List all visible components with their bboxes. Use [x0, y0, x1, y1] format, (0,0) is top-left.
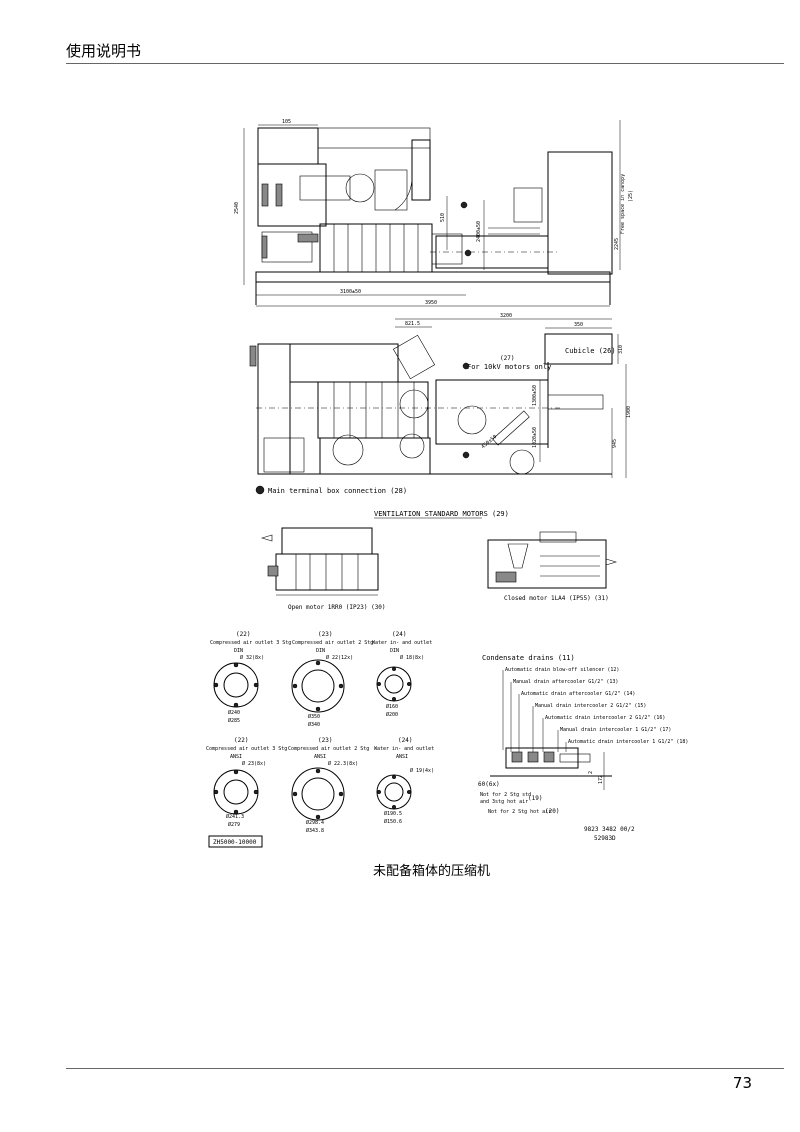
dim-945: 945: [612, 439, 618, 448]
cubicle-label: Cubicle (26): [565, 347, 616, 355]
plan-view: 3200 821.5 350 Cubicle (26) 310 (27) For…: [249, 313, 632, 495]
dim-510: 510: [440, 213, 446, 222]
flange-din-2-d1: Ø350: [308, 713, 320, 720]
dim-1020: 1020±50: [532, 427, 538, 448]
flange-ansi-3-d2: Ø150.6: [384, 818, 402, 825]
dim-3950: 3950: [425, 300, 437, 306]
motor-note-ref: (27): [500, 355, 514, 362]
flange-din-3-std: DIN: [390, 648, 399, 654]
drain-bolt-label: 60(6x): [478, 781, 500, 788]
dim-2245: 2245: [614, 238, 620, 250]
ventilation-title: VENTILATION STANDARD MOTORS (29): [374, 510, 509, 518]
flange-ansi-3-d1: Ø190.5: [384, 810, 402, 817]
flange-ansi-2-std: ANSI: [314, 754, 326, 760]
ventilation-motors: VENTILATION STANDARD MOTORS (29) Open mo…: [260, 510, 618, 611]
drain-item-4: Manual drain intercooler 2 G1/2" (15): [535, 703, 646, 709]
flange-din-3-ref: (24): [392, 631, 406, 638]
flange-ansi-2-d2: Ø343.8: [306, 827, 324, 834]
drain-item-7: Automatic drain intercooler 1 G1/2" (18): [568, 739, 688, 745]
free-space-ref: (25): [628, 190, 634, 202]
dim-3100: 3100±50: [340, 289, 361, 295]
dim-1900: 1900: [626, 406, 632, 418]
drain-item-1: Automatic drain blow-off silencer (12): [505, 667, 619, 673]
drains-title: Condensate drains (11): [482, 654, 575, 662]
flange-ansi-2-d1: Ø298.4: [306, 819, 324, 826]
flange-din-1-d1: Ø240: [228, 709, 240, 716]
flange-din-1-label: Compressed air outlet 3 Stg: [210, 640, 291, 646]
flange-ansi-3-label: Water in- and outlet: [374, 746, 434, 752]
doc-code: 52983D: [594, 835, 616, 842]
condensate-drains: Condensate drains (11) Automatic drain b…: [478, 654, 688, 842]
flange-din-1-std: DIN: [234, 648, 243, 654]
footer-rule: [66, 1068, 784, 1069]
flange-ansi-1-d1: Ø241.3: [226, 813, 244, 820]
drain-note-19b: and 3stg hot air: [480, 799, 528, 805]
flange-din-2-d2: Ø340: [308, 721, 320, 728]
dim-2540: 2540: [234, 202, 240, 214]
terminal-box-label: Main terminal box connection (28): [268, 487, 407, 495]
page-header-title: 使用说明书: [66, 42, 142, 60]
drain-item-6: Manual drain intercooler 1 G1/2" (17): [560, 727, 671, 733]
flange-din-2-holes: Ø 22(12x): [326, 654, 353, 661]
flange-din-3-d1: Ø160: [386, 703, 398, 710]
figure-caption: 未配备箱体的压缩机: [373, 864, 491, 879]
dim-821: 821.5: [405, 321, 420, 327]
flange-din-2-std: DIN: [316, 648, 325, 654]
flange-din-1-d2: Ø285: [228, 717, 240, 724]
flange-ansi-3-holes: Ø 19(4x): [410, 767, 434, 774]
flange-ansi-1-std: ANSI: [230, 754, 242, 760]
dim-3200: 3200: [500, 313, 512, 319]
drain-item-5: Automatic drain intercooler 2 G1/2" (16): [545, 715, 665, 721]
flange-ansi-1-ref: (22): [234, 737, 248, 744]
flange-din-1-ref: (22): [236, 631, 250, 638]
dim-310: 310: [618, 345, 624, 354]
flange-ansi-1-d2: Ø279: [228, 821, 240, 828]
flange-ansi-3-ref: (24): [398, 737, 412, 744]
flanges-din: (22) Compressed air outlet 3 Stg DIN Ø 3…: [210, 631, 432, 728]
elevation-view: 105 2540: [234, 119, 634, 307]
page-number: 73: [732, 1074, 752, 1092]
drain-dim-b: 2: [588, 771, 594, 774]
drain-note-19-ref: (19): [528, 795, 542, 802]
flange-ansi-2-ref: (23): [318, 737, 332, 744]
header-rule: [66, 63, 784, 64]
drain-item-3: Automatic drain aftercooler G1/2" (14): [521, 691, 635, 697]
open-motor-label: Open motor 1RR0 (IP23) (30): [288, 604, 386, 611]
doc-number: 9823 3482 00/2: [584, 826, 635, 833]
flange-din-2-label: Compressed air outlet 2 Stg: [292, 640, 373, 646]
flange-ansi-3-std: ANSI: [396, 754, 408, 760]
flange-din-3-d2: Ø200: [386, 711, 398, 718]
flange-ansi-2-holes: Ø 22.3(8x): [328, 760, 358, 767]
free-space-label: Free space in canopy: [620, 174, 626, 234]
model-box: ZH5000-10000: [213, 839, 257, 846]
drain-item-2: Manual drain aftercooler G1/2" (13): [513, 679, 618, 685]
flange-ansi-1-label: Compressed air outlet 3 Stg: [206, 746, 287, 752]
flange-din-3-label: Water in- and outlet: [372, 640, 432, 646]
drain-note-19a: Not for 2 Stg std: [480, 792, 531, 798]
drain-note-20-ref: (20): [545, 808, 559, 815]
dim-2400: 2400±50: [476, 221, 482, 242]
flange-din-3-holes: Ø 18(8x): [400, 654, 424, 661]
flange-ansi-2-label: Compressed air outlet 2 Stg: [288, 746, 369, 752]
flange-din-2-ref: (23): [318, 631, 332, 638]
drain-note-20: Not for 2 Stg hot air: [488, 809, 551, 815]
motor-note: For 10kV motors only: [467, 363, 551, 371]
flange-din-1-holes: Ø 32(8x): [240, 654, 264, 661]
flanges-ansi: (22) Compressed air outlet 3 Stg ANSI Ø …: [206, 737, 434, 848]
dim-1300: 1300±50: [532, 385, 538, 406]
dim-350: 350: [574, 322, 583, 328]
dim-105: 105: [282, 119, 291, 125]
flange-ansi-1-holes: Ø 23(8x): [242, 760, 266, 767]
drain-dim-a: 172: [598, 775, 604, 784]
closed-motor-label: Closed motor 1LA4 (IP55) (31): [504, 595, 609, 602]
